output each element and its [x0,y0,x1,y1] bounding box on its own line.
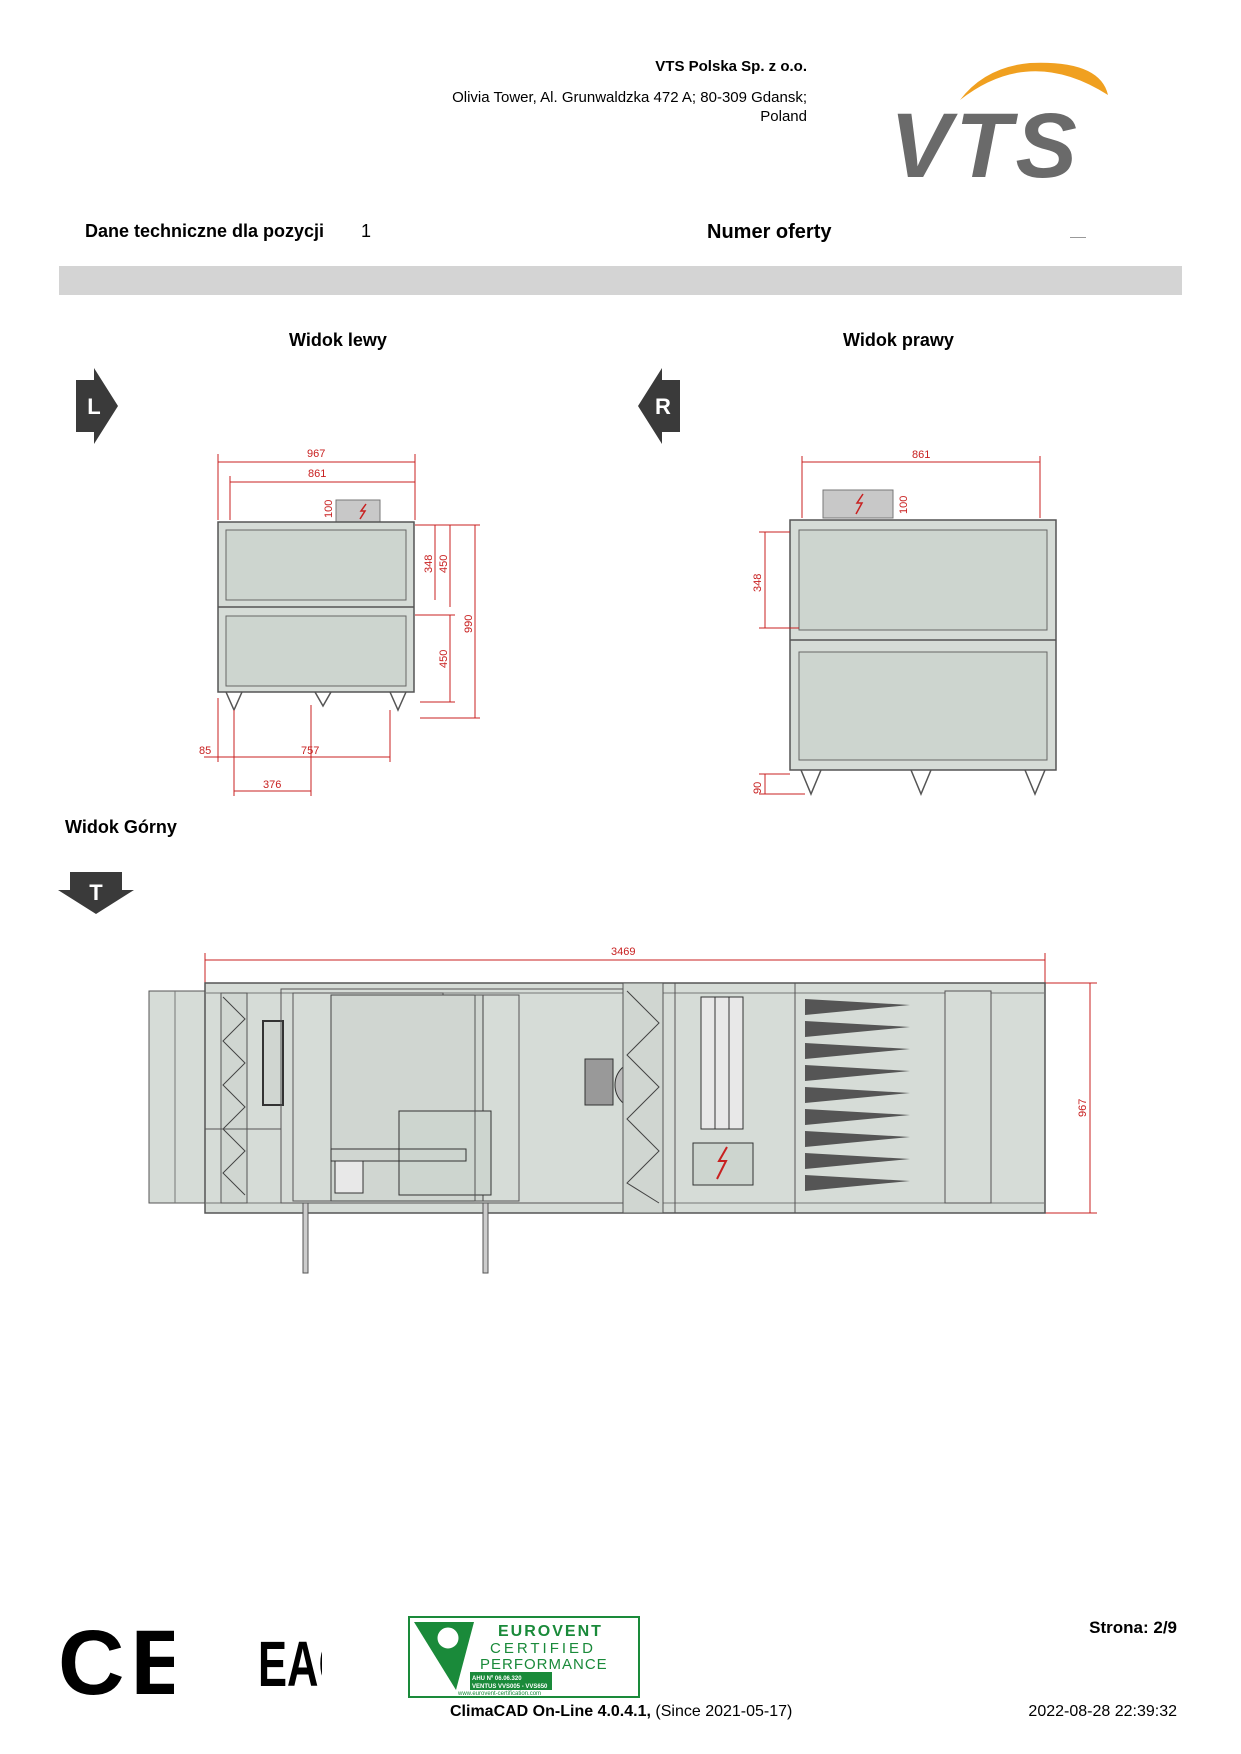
left-view-title: Widok lewy [289,330,387,350]
right-view-drawing: 861 100 348 90 [735,440,1065,800]
svg-text:CE: CE [58,1620,174,1700]
software-name: ClimaCAD On-Line 4.0.4.1, [450,1703,651,1720]
vts-logo: VTS [880,55,1120,197]
svg-text:www.eurovent-certification.com: www.eurovent-certification.com [457,1691,541,1697]
position-value: 1 [361,221,372,241]
dim-left-757: 757 [301,745,319,757]
svg-text:T: T [89,880,103,905]
dim-left-376: 376 [263,779,281,791]
dim-left-450-bottom: 450 [438,650,450,668]
right-view-badge: R [636,368,682,444]
top-view-title: Widok Górny [65,817,177,837]
position-label: Dane techniczne dla pozycji [85,221,325,241]
svg-text:VENTUS VVS005 - VVS650: VENTUS VVS005 - VVS650 [472,1684,548,1690]
svg-text:L: L [87,394,100,419]
dim-left-box: 100 [323,500,335,518]
dim-right-box: 100 [898,496,910,514]
software-since: (Since 2021-05-17) [655,1703,793,1720]
dim-left-990: 990 [463,615,475,633]
silencer-fins [805,999,910,1191]
svg-text:CERTIFIED: CERTIFIED [490,1640,596,1657]
eurovent-logo: EUROVENT CERTIFIED PERFORMANCE AHU Nº 06… [408,1616,640,1698]
dim-left-861: 861 [308,468,326,480]
svg-text:EAC: EAC [258,1628,322,1692]
logo-text: VTS [890,95,1081,185]
dim-left-967: 967 [307,448,325,460]
dim-left-348: 348 [423,555,435,573]
left-view-drawing: 967 861 100 348 450 450 990 [190,440,490,800]
top-view-drawing: 3469 967 [145,935,1105,1280]
dim-left-450-top: 450 [438,555,450,573]
eac-mark: EAC [258,1626,350,1701]
company-name: VTS Polska Sp. z o.o. [655,58,807,75]
right-view-title: Widok prawy [843,330,954,350]
svg-text:AHU Nº 06.06.320: AHU Nº 06.06.320 [472,1676,522,1682]
dim-right-861: 861 [912,449,930,461]
software-info: ClimaCAD On-Line 4.0.4.1, (Since 2021-05… [450,1703,792,1721]
top-view-badge: T [58,870,134,916]
svg-text:PERFORMANCE: PERFORMANCE [480,1656,608,1673]
company-country: Poland [760,108,807,125]
offer-placeholder-line [1070,237,1086,238]
ce-mark: CE [58,1612,192,1714]
grey-band [59,266,1182,295]
dim-right-348: 348 [752,574,764,592]
page-number: Strona: 2/9 [1089,1618,1177,1637]
svg-text:EUROVENT: EUROVENT [498,1623,603,1640]
dim-left-85: 85 [199,745,211,757]
company-address: Olivia Tower, Al. Grunwaldzka 472 A; 80-… [452,89,807,106]
offer-label: Numer oferty [707,221,832,243]
dim-right-90: 90 [752,782,764,794]
timestamp: 2022-08-28 22:39:32 [1028,1703,1177,1720]
logo-swoosh [960,62,1108,100]
left-view-badge: L [74,368,120,444]
svg-text:R: R [655,394,671,419]
dim-top-3469: 3469 [611,946,635,958]
dim-top-967: 967 [1077,1099,1089,1117]
